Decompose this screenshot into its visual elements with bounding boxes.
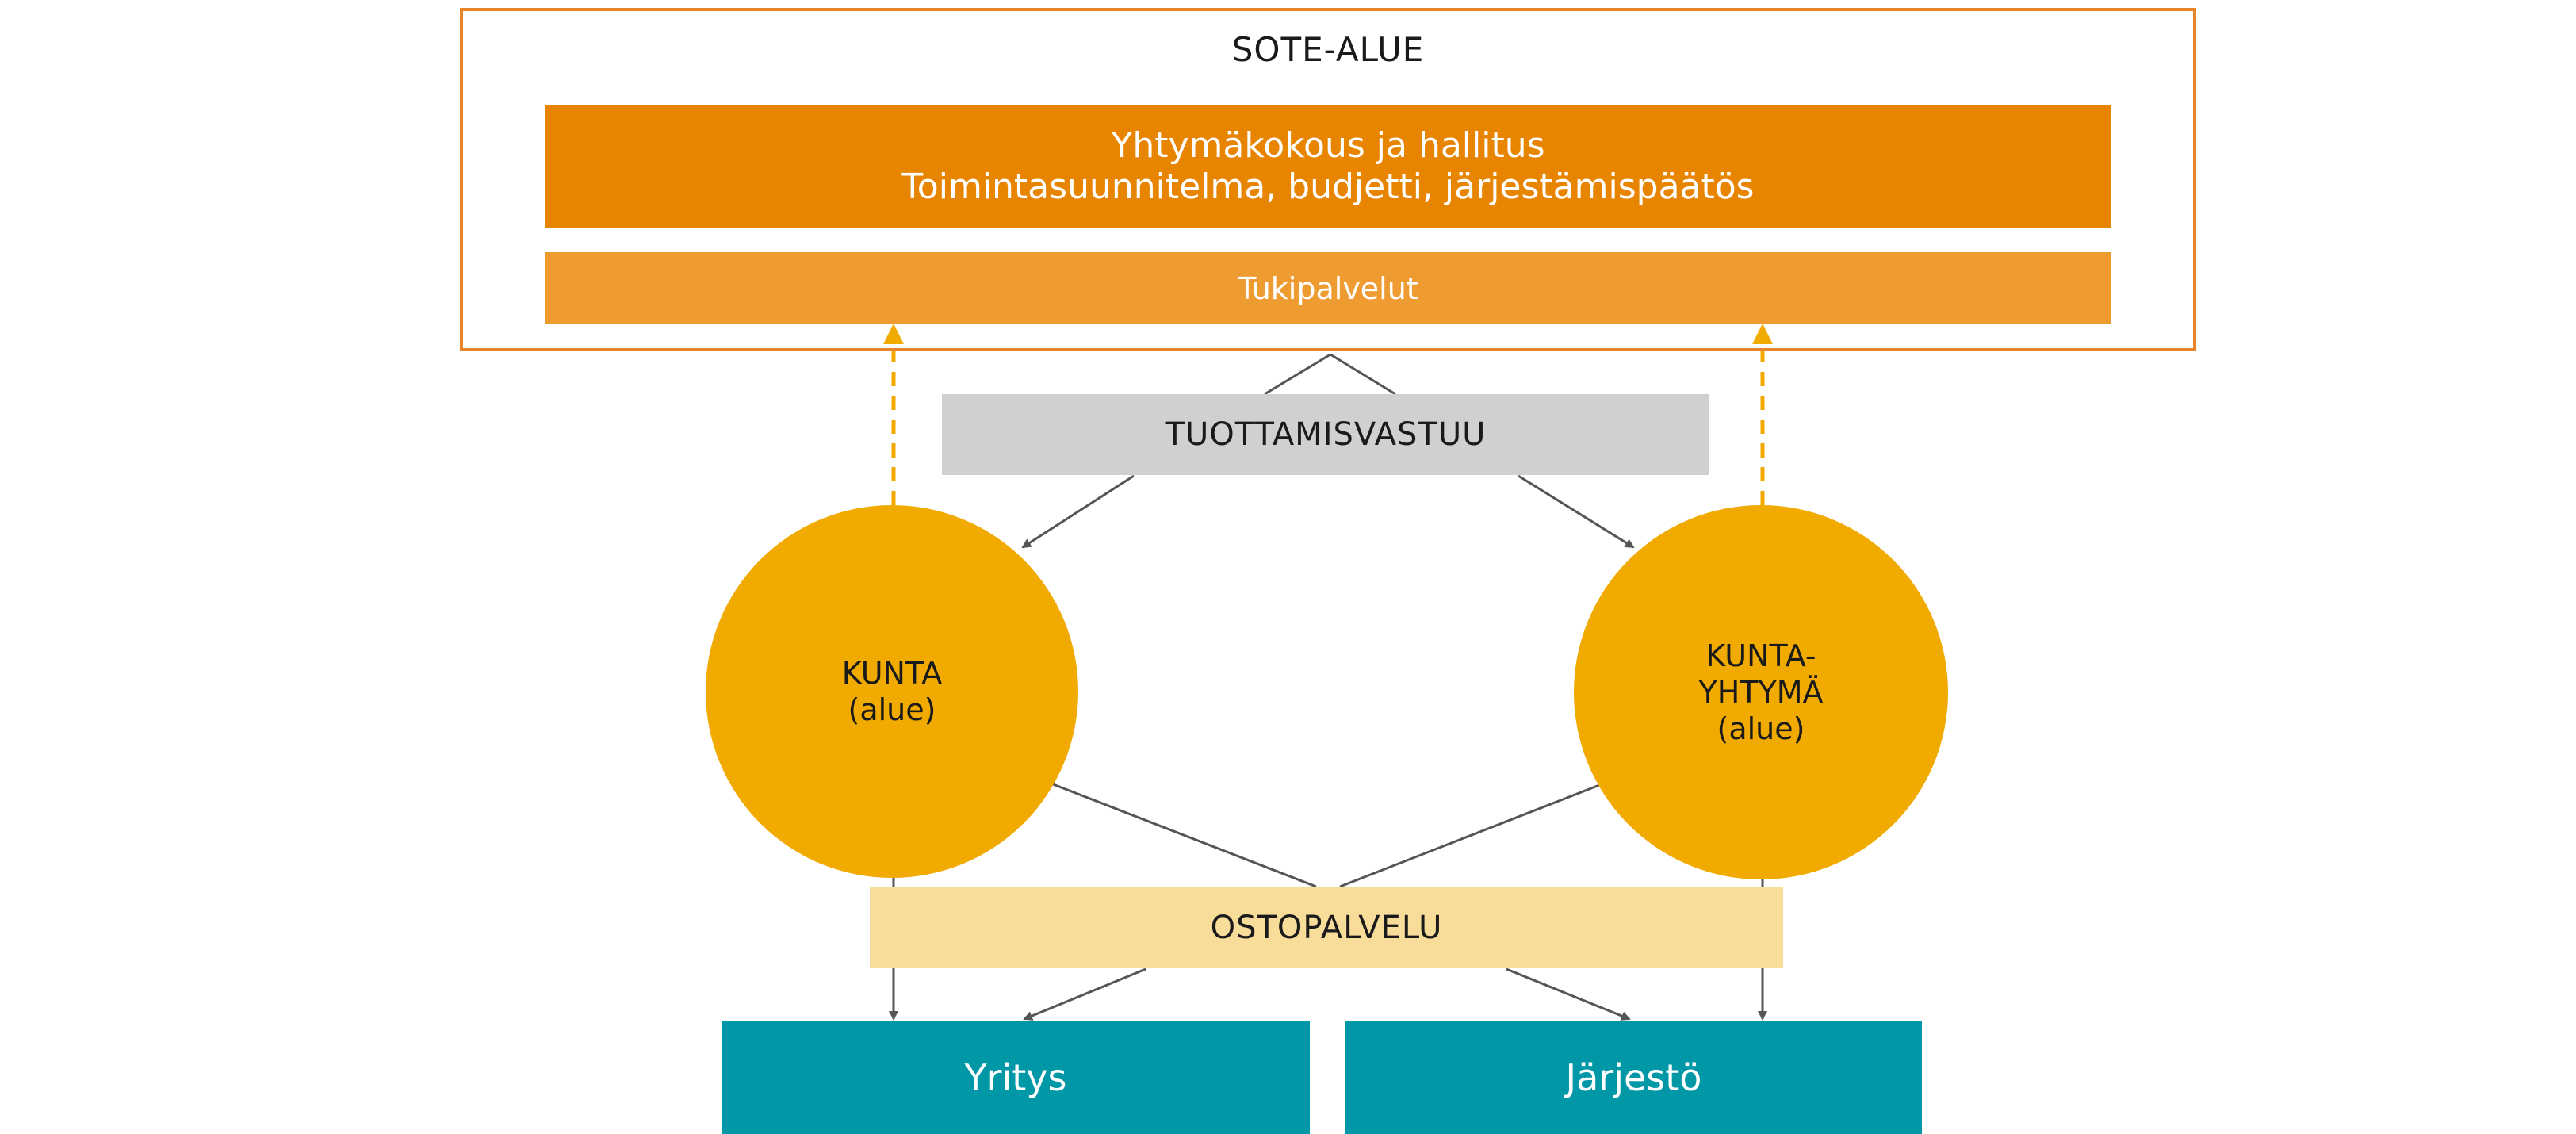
sote-alue-frame bbox=[460, 8, 2196, 351]
jarjesto-label: Järjestö bbox=[1565, 1055, 1702, 1099]
purchased-service-label: OSTOPALVELU bbox=[1210, 909, 1443, 946]
purchased-service-box: OSTOPALVELU bbox=[870, 887, 1783, 968]
support-services-label: Tukipalvelut bbox=[1238, 270, 1418, 306]
arrow-production-to-kunta bbox=[1021, 474, 1135, 549]
board-subtitle: Toimintasuunnitelma, budjetti, järjestäm… bbox=[901, 166, 1755, 207]
kuntayhtyma-circle: KUNTA- YHTYMÄ (alue) bbox=[1574, 505, 1948, 879]
support-services-box: Tukipalvelut bbox=[545, 252, 2111, 324]
sote-alue-title: SOTE-ALUE bbox=[1231, 30, 1425, 69]
arrow-production-to-kuntayhtyma bbox=[1518, 474, 1635, 549]
kuntayhtyma-label-1: KUNTA- bbox=[1705, 638, 1816, 673]
arrow-purchased-to-yritys bbox=[1023, 967, 1146, 1021]
board-title: Yhtymäkokous ja hallitus bbox=[1111, 125, 1545, 166]
line-sote-to-production-right bbox=[1330, 353, 1396, 396]
line-sote-to-production-left bbox=[1264, 353, 1331, 396]
line-kuntayhtyma-to-purchased bbox=[1339, 780, 1610, 888]
kunta-sublabel: (alue) bbox=[848, 692, 936, 727]
arrow-purchased-to-jarjesto bbox=[1506, 967, 1631, 1021]
kuntayhtyma-sublabel: (alue) bbox=[1717, 711, 1805, 746]
kunta-circle: KUNTA (alue) bbox=[706, 505, 1078, 878]
line-kunta-to-purchased bbox=[1044, 780, 1317, 888]
production-responsibility-box: TUOTTAMISVASTUU bbox=[942, 394, 1709, 475]
yritys-label: Yritys bbox=[964, 1055, 1067, 1099]
production-responsibility-label: TUOTTAMISVASTUU bbox=[1165, 416, 1487, 453]
kunta-label: KUNTA bbox=[841, 656, 943, 691]
kuntayhtyma-label-2: YHTYMÄ bbox=[1698, 675, 1824, 710]
jarjesto-box: Järjestö bbox=[1345, 1021, 1922, 1134]
yritys-box: Yritys bbox=[722, 1021, 1310, 1134]
board-box: Yhtymäkokous ja hallitus Toimintasuunnit… bbox=[545, 105, 2111, 228]
